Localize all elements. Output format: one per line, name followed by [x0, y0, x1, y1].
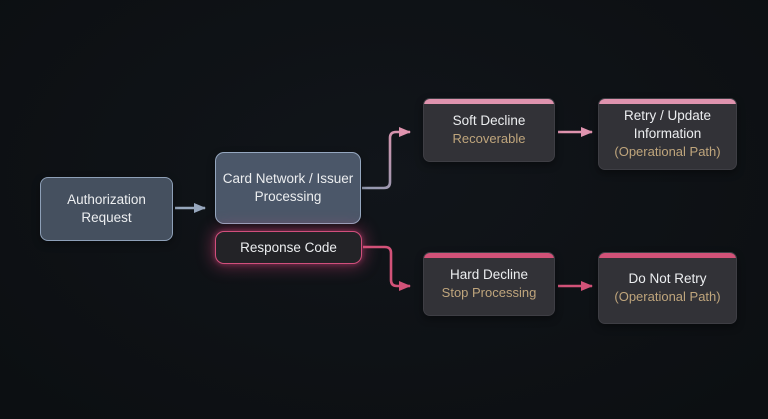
node-label: Card Network / Issuer Processing [222, 171, 354, 204]
edge-response-to-hard-decline [363, 245, 411, 291]
node-label: Response Code [240, 239, 337, 255]
node-accent-bar [424, 253, 554, 258]
node-accent-bar [599, 99, 736, 104]
node-response-code: Response Code [215, 231, 362, 264]
node-title: Soft Decline [452, 112, 526, 128]
node-retry-update-information: Retry / Update Information (Operational … [598, 98, 737, 170]
node-subtitle: (Operational Path) [614, 289, 721, 305]
node-label: Authorization Request [67, 192, 146, 225]
node-do-not-retry: Do Not Retry (Operational Path) [598, 252, 737, 324]
node-soft-decline: Soft Decline Recoverable [423, 98, 555, 162]
node-title: Do Not Retry [628, 270, 707, 286]
node-title: Hard Decline [449, 266, 529, 282]
node-subtitle: (Operational Path) [614, 144, 721, 160]
node-card-network-issuer-processing: Card Network / Issuer Processing [215, 152, 361, 224]
node-hard-decline: Hard Decline Stop Processing [423, 252, 555, 316]
node-authorization-request: Authorization Request [40, 177, 173, 241]
node-title: Retry / Update Information [623, 108, 712, 141]
node-subtitle: Stop Processing [441, 285, 537, 301]
node-accent-bar [599, 253, 736, 258]
node-accent-bar [424, 99, 554, 104]
edge-card-to-soft-decline [362, 127, 411, 190]
node-subtitle: Recoverable [452, 131, 526, 147]
